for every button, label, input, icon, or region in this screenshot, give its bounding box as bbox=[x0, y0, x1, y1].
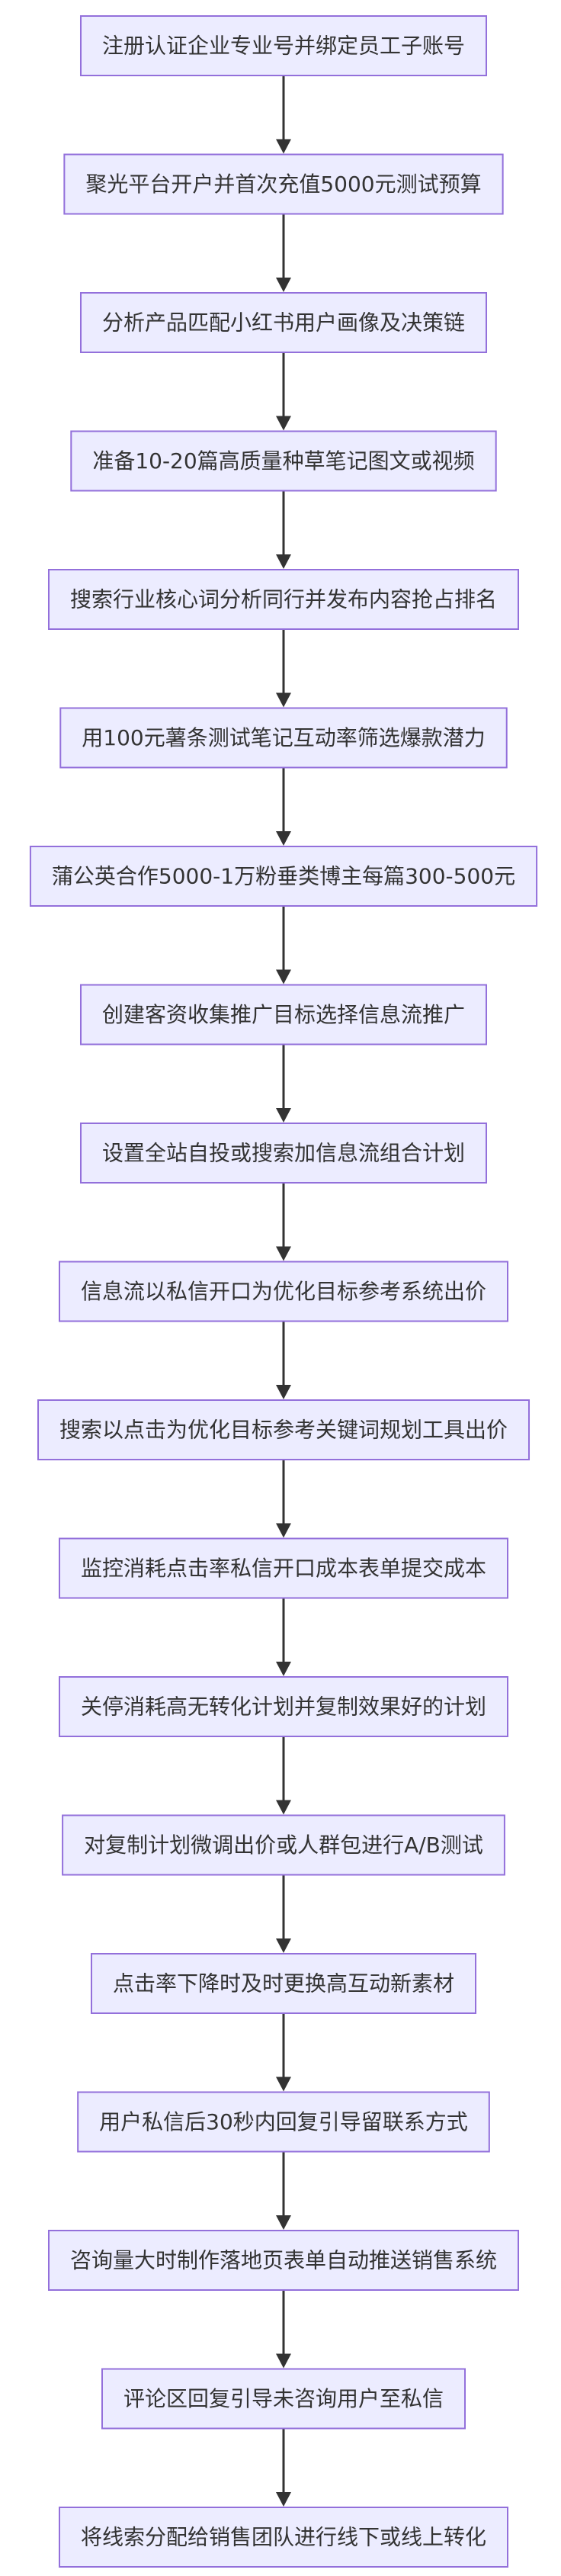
flow-arrow-13 bbox=[276, 1736, 291, 1815]
flow-node-label: 设置全站自投或搜索加信息流组合计划 bbox=[102, 1141, 465, 1166]
flow-arrow-head bbox=[276, 139, 291, 154]
flow-arrow-head bbox=[276, 1108, 291, 1123]
flowchart-nodes: 注册认证企业专业号并绑定员工子账号聚光平台开户并首次充值5000元测试预算分析产… bbox=[29, 15, 538, 2568]
flow-node-17: 咨询量大时制作落地页表单自动推送销售系统 bbox=[47, 2230, 520, 2291]
flow-node-16: 用户私信后30秒内回复引导留联系方式 bbox=[77, 2091, 490, 2153]
flow-node-label: 监控消耗点击率私信开口成本表单提交成本 bbox=[81, 1556, 486, 1581]
flow-arrow-head bbox=[276, 1246, 291, 1261]
flow-arrow-1 bbox=[276, 75, 291, 154]
flow-node-5: 搜索行业核心词分析同行并发布内容抢占排名 bbox=[47, 569, 520, 630]
flow-arrow-head bbox=[276, 2077, 291, 2092]
flow-node-box bbox=[101, 2368, 466, 2430]
flow-arrow-7 bbox=[276, 906, 291, 984]
flow-arrow-head bbox=[276, 692, 291, 708]
flow-arrow-5 bbox=[276, 629, 291, 708]
flow-node-box bbox=[62, 1814, 505, 1876]
flow-node-label: 准备10-20篇高质量种草笔记图文或视频 bbox=[92, 448, 474, 474]
flow-arrow-head bbox=[276, 2353, 291, 2369]
flow-node-19: 将线索分配给销售团队进行线下或线上转化 bbox=[58, 2507, 509, 2568]
flow-node-box bbox=[47, 2230, 520, 2291]
flow-node-box bbox=[58, 2507, 509, 2568]
flow-arrow-11 bbox=[276, 1460, 291, 1538]
flow-arrow-head bbox=[276, 1800, 291, 1815]
flow-node-box bbox=[58, 1537, 509, 1599]
flowchart-edges bbox=[276, 75, 291, 2507]
flow-node-box bbox=[47, 569, 520, 630]
flow-arrow-4 bbox=[276, 490, 291, 569]
flow-node-label: 注册认证企业专业号并绑定员工子账号 bbox=[102, 34, 465, 59]
flow-node-label: 评论区回复引导未咨询用户至私信 bbox=[123, 2386, 444, 2411]
flow-node-label: 蒲公英合作5000-1万粉垂类博主每篇300-500元 bbox=[52, 864, 515, 889]
flow-node-box bbox=[77, 2091, 490, 2153]
flow-arrow-6 bbox=[276, 767, 291, 846]
flow-arrow-head bbox=[276, 1938, 291, 1953]
flow-node-label: 分析产品匹配小红书用户画像及决策链 bbox=[102, 310, 465, 336]
flow-node-box bbox=[59, 707, 508, 769]
flow-node-label: 点击率下降时及时更换高互动新素材 bbox=[113, 1971, 454, 1996]
flow-node-4: 准备10-20篇高质量种草笔记图文或视频 bbox=[70, 430, 497, 492]
flow-node-label: 对复制计划微调出价或人群包进行A/B测试 bbox=[84, 1832, 483, 1858]
flow-arrow-10 bbox=[276, 1321, 291, 1399]
flow-node-label: 搜索行业核心词分析同行并发布内容抢占排名 bbox=[70, 587, 497, 612]
flow-arrow-head bbox=[276, 1662, 291, 1676]
flow-node-6: 用100元薯条测试笔记互动率筛选爆款潜力 bbox=[59, 707, 508, 769]
flow-node-label: 用100元薯条测试笔记互动率筛选爆款潜力 bbox=[82, 725, 485, 750]
flow-node-label: 信息流以私信开口为优化目标参考系统出价 bbox=[81, 1279, 486, 1304]
flow-arrow-15 bbox=[276, 2013, 291, 2092]
flow-node-box bbox=[79, 292, 488, 353]
flow-node-1: 注册认证企业专业号并绑定员工子账号 bbox=[79, 15, 488, 76]
flow-node-label: 创建客资收集推广目标选择信息流推广 bbox=[102, 1002, 465, 1027]
flow-node-12: 监控消耗点击率私信开口成本表单提交成本 bbox=[58, 1537, 509, 1599]
flow-arrow-head bbox=[276, 2492, 291, 2507]
flow-arrow-head bbox=[276, 278, 291, 292]
flow-node-box bbox=[90, 1953, 477, 2014]
flow-node-label: 搜索以点击为优化目标参考关键词规划工具出价 bbox=[59, 1418, 508, 1443]
flow-arrow-2 bbox=[276, 214, 291, 292]
flow-node-13: 关停消耗高无转化计划并复制效果好的计划 bbox=[58, 1676, 509, 1737]
flow-arrow-12 bbox=[276, 1598, 291, 1676]
flow-node-box bbox=[79, 15, 488, 76]
flow-arrow-14 bbox=[276, 1874, 291, 1953]
flow-node-15: 点击率下降时及时更换高互动新素材 bbox=[90, 1953, 477, 2014]
flow-node-10: 信息流以私信开口为优化目标参考系统出价 bbox=[58, 1261, 509, 1322]
flow-node-label: 咨询量大时制作落地页表单自动推送销售系统 bbox=[70, 2248, 497, 2273]
flow-node-box bbox=[79, 1123, 488, 1184]
flow-node-label: 用户私信后30秒内回复引导留联系方式 bbox=[99, 2109, 468, 2134]
flow-arrow-18 bbox=[276, 2428, 291, 2507]
flow-node-7: 蒲公英合作5000-1万粉垂类博主每篇300-500元 bbox=[29, 846, 538, 907]
flow-node-box bbox=[37, 1399, 531, 1460]
flow-arrow-head bbox=[276, 1523, 291, 1538]
flow-node-label: 关停消耗高无转化计划并复制效果好的计划 bbox=[81, 1694, 486, 1720]
flow-node-label: 聚光平台开户并首次充值5000元测试预算 bbox=[85, 172, 481, 197]
flow-arrow-head bbox=[276, 969, 291, 984]
flow-arrow-head bbox=[276, 1385, 291, 1399]
flow-arrow-head bbox=[276, 831, 291, 846]
flow-arrow-3 bbox=[276, 352, 291, 431]
flow-arrow-head bbox=[276, 554, 291, 569]
flow-node-14: 对复制计划微调出价或人群包进行A/B测试 bbox=[62, 1814, 505, 1876]
flow-arrow-head bbox=[276, 2215, 291, 2230]
flow-node-box bbox=[79, 984, 488, 1045]
flow-node-box bbox=[63, 153, 504, 215]
flow-arrow-head bbox=[276, 416, 291, 431]
flow-node-9: 设置全站自投或搜索加信息流组合计划 bbox=[79, 1123, 488, 1184]
flow-node-8: 创建客资收集推广目标选择信息流推广 bbox=[79, 984, 488, 1045]
flow-node-11: 搜索以点击为优化目标参考关键词规划工具出价 bbox=[37, 1399, 531, 1460]
flow-node-box bbox=[29, 846, 538, 907]
flow-arrow-9 bbox=[276, 1183, 291, 1261]
flow-node-box bbox=[58, 1676, 509, 1737]
flow-arrow-8 bbox=[276, 1044, 291, 1123]
flow-arrow-17 bbox=[276, 2290, 291, 2369]
flow-node-box bbox=[58, 1261, 509, 1322]
flow-node-18: 评论区回复引导未咨询用户至私信 bbox=[101, 2368, 466, 2430]
flow-node-2: 聚光平台开户并首次充值5000元测试预算 bbox=[63, 153, 504, 215]
flow-arrow-16 bbox=[276, 2151, 291, 2230]
flow-node-label: 将线索分配给销售团队进行线下或线上转化 bbox=[81, 2525, 486, 2550]
flow-node-box bbox=[70, 430, 497, 492]
flow-node-3: 分析产品匹配小红书用户画像及决策链 bbox=[79, 292, 488, 353]
